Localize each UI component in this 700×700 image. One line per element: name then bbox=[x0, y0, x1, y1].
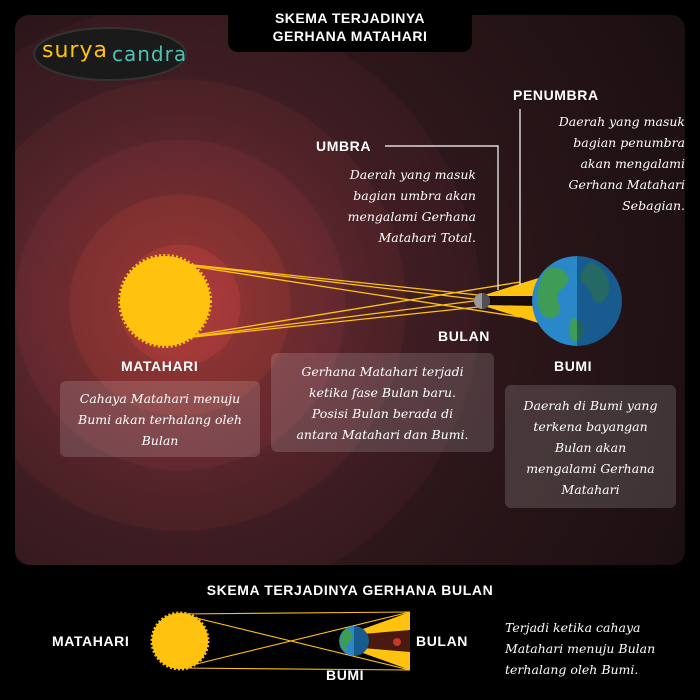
lunar-moon-label: BULAN bbox=[416, 633, 468, 649]
moon-shape bbox=[474, 293, 490, 309]
annotation-lines bbox=[385, 109, 521, 290]
lunar-moon-shape bbox=[393, 638, 401, 646]
sun-rays bbox=[164, 261, 521, 341]
lunar-earth-label: BUMI bbox=[326, 667, 365, 683]
penumbra-label: PENUMBRA bbox=[513, 87, 599, 103]
page-title: SKEMA TERJADINYA GERHANA MATAHARI bbox=[228, 0, 472, 52]
lunar-title: SKEMA TERJADINYA GERHANA BULAN bbox=[206, 582, 494, 598]
umbra-label: UMBRA bbox=[316, 138, 372, 154]
earth-shape bbox=[532, 256, 622, 346]
lunar-sun-label: MATAHARI bbox=[52, 633, 130, 649]
sun-shape bbox=[118, 254, 212, 348]
lunar-sun-shape bbox=[150, 611, 210, 671]
lunar-description: Terjadi ketika cahaya Matahari menuju Bu… bbox=[505, 620, 656, 677]
lunar-umbra bbox=[362, 630, 410, 652]
logo-text-left: surya bbox=[42, 38, 108, 63]
umbra-description: Daerah yang masuk bagian umbra akan meng… bbox=[347, 167, 476, 245]
lunar-rays bbox=[179, 611, 411, 671]
lunar-earth-shape bbox=[339, 626, 369, 656]
logo-graphic bbox=[33, 27, 187, 81]
moon-label: BULAN bbox=[438, 328, 490, 344]
earth-description-box: Daerah di Bumi yang terkena bayangan Bul… bbox=[505, 385, 676, 508]
eclipse-description-box: Gerhana Matahari terjadi ketika fase Bul… bbox=[271, 353, 494, 452]
suryacandra-logo: surya candra bbox=[30, 24, 190, 84]
penumbra-description: Daerah yang masuk bagian penumbra akan m… bbox=[558, 114, 685, 213]
sun-label: MATAHARI bbox=[121, 358, 199, 374]
umbra-cone bbox=[487, 296, 536, 306]
earth-label: BUMI bbox=[554, 358, 593, 374]
logo-text-right: candra bbox=[112, 42, 188, 66]
sun-description-box: Cahaya Matahari menuju Bumi akan terhala… bbox=[60, 381, 260, 457]
